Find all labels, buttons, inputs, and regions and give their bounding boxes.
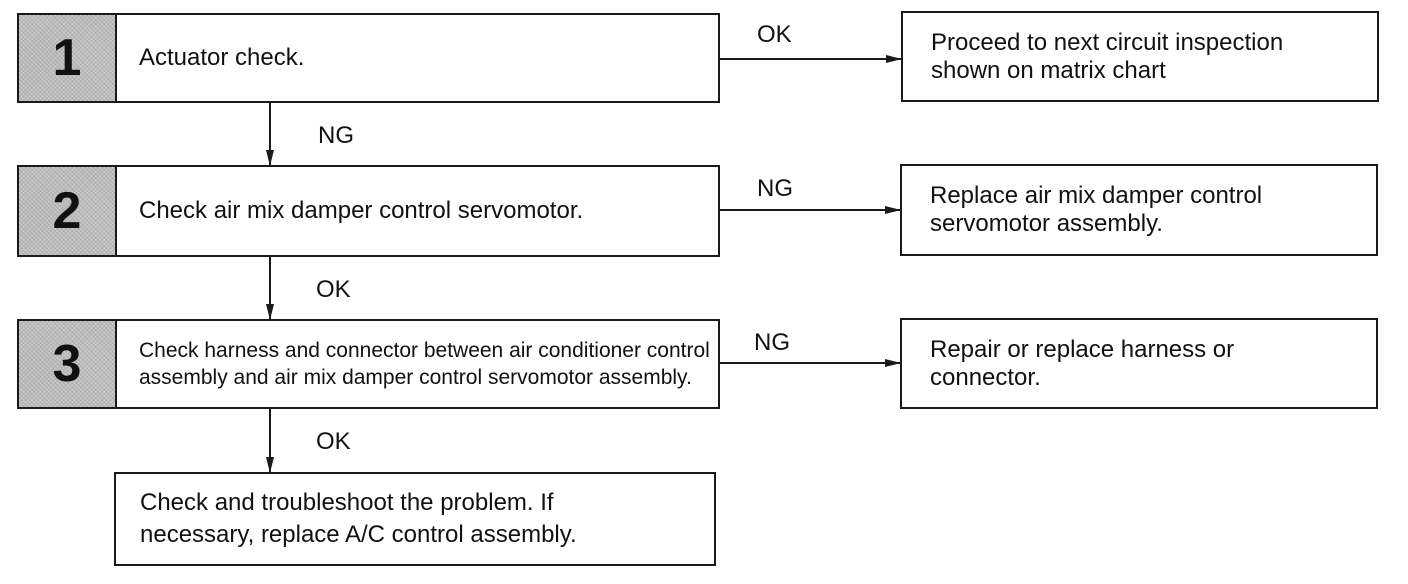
step-3-text: Check harness and connector between air … [139, 339, 710, 389]
outcome-1-box: Proceed to next circuit inspection shown… [901, 11, 1379, 102]
label-step1-ng: NG [318, 122, 354, 149]
label-step3-ng: NG [754, 329, 790, 356]
step-2-box: 2 Check air mix damper control servomoto… [17, 165, 720, 257]
label-step2-ok: OK [316, 276, 351, 303]
step-1-number: 1 [52, 29, 82, 87]
step-1-text: Actuator check. [139, 44, 305, 71]
step-2-text: Check air mix damper control servomotor. [139, 197, 584, 224]
step-3-box: 3 Check harness and connector between ai… [17, 319, 720, 409]
step-3-number: 3 [52, 335, 82, 393]
step-2-number: 2 [52, 182, 82, 240]
outcome-2-box: Replace air mix damper control servomoto… [900, 164, 1378, 256]
step-1-number-cell: 1 [19, 15, 117, 101]
step-3-number-cell: 3 [19, 321, 117, 407]
label-step2-ng: NG [757, 175, 793, 202]
outcome-3-box: Repair or replace harness or connector. [900, 318, 1378, 409]
label-step3-ok: OK [316, 428, 351, 455]
label-step1-ok: OK [757, 21, 792, 48]
step-1-box: 1 Actuator check. [17, 13, 720, 103]
step-2-number-cell: 2 [19, 167, 117, 255]
final-action-box: Check and troubleshoot the problem. If n… [114, 472, 716, 566]
